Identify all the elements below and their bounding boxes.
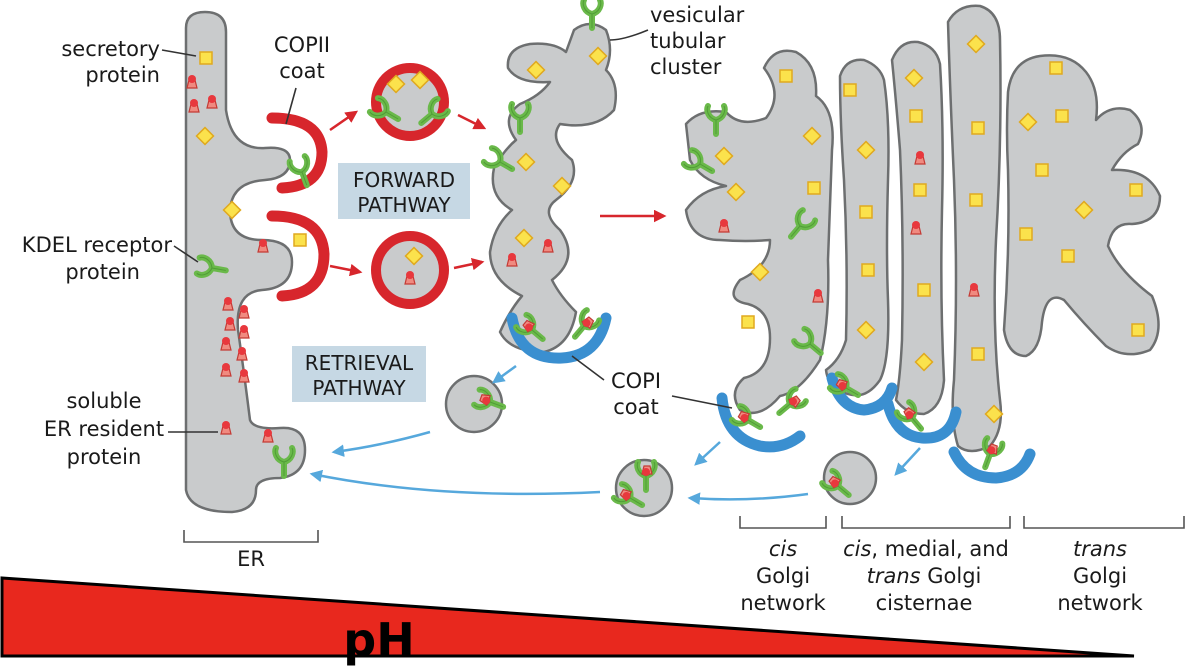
label-kdel-1: KDEL receptor	[22, 233, 173, 257]
label-cis-golgi-2: Golgi	[756, 564, 810, 588]
copi-vesicle-golgi-2	[822, 450, 878, 506]
label-soluble-2: ER resident	[44, 417, 164, 441]
golgi-cisternae-bracket	[841, 516, 1011, 529]
retrieval-pathway-line-1: RETRIEVAL	[305, 351, 414, 375]
label-secretory-protein-1: secretory	[61, 37, 160, 61]
copi-coat-vtc	[506, 312, 612, 364]
cis-golgi-network	[684, 49, 834, 415]
retrieval-pathway-line-2: PATHWAY	[312, 376, 406, 400]
label-secretory-protein-2: protein	[85, 63, 160, 87]
vesicular-tubular-cluster	[488, 22, 617, 354]
copii-vesicle-lower	[371, 231, 449, 309]
er-bracket	[183, 530, 319, 543]
label-kdel-2: protein	[65, 260, 140, 284]
label-copi-2: coat	[613, 395, 659, 419]
label-vtc-1: vesicular	[650, 3, 745, 27]
copi-coat-cisterna-3	[948, 446, 1036, 484]
trans-golgi-network-bracket	[1023, 516, 1185, 529]
retrieval-pathway-box	[292, 346, 426, 402]
copi-coat-cis	[716, 392, 806, 453]
ph-gradient-wedge	[0, 576, 1135, 658]
label-soluble-1: soluble	[66, 389, 141, 413]
golgi-cisterna-1	[824, 58, 890, 397]
label-trans-golgi-3: network	[1057, 591, 1143, 615]
forward-pathway-line-1: FORWARD	[353, 168, 455, 192]
er-membrane	[184, 10, 307, 514]
ph-label: pH	[343, 613, 414, 667]
label-copii-1: COPII	[274, 33, 330, 57]
golgi-cisterna-3	[946, 4, 1003, 453]
label-cis-golgi-3: network	[740, 591, 826, 615]
label-cisternae-3: cisternae	[876, 591, 973, 615]
label-cisternae-1: cis, medial, and	[843, 537, 1009, 561]
label-cisternae-2: trans Golgi	[867, 564, 982, 588]
label-vtc-2: tubular	[650, 29, 726, 53]
copii-coat-bud-lower	[266, 210, 330, 302]
copi-coat-cisterna-2	[882, 398, 962, 444]
copii-coat-bud-upper	[266, 112, 328, 194]
label-copii-2: coat	[279, 59, 325, 83]
label-trans-golgi-1: trans	[1073, 537, 1127, 561]
label-trans-golgi-2: Golgi	[1073, 564, 1127, 588]
label-vtc-3: cluster	[650, 55, 722, 79]
label-soluble-3: protein	[67, 445, 142, 469]
forward-pathway-line-2: PATHWAY	[357, 193, 451, 217]
label-er: ER	[237, 547, 265, 571]
forward-pathway-box	[338, 163, 470, 219]
label-cis-golgi-1: cis	[769, 537, 797, 561]
label-copi-1: COPI	[611, 369, 661, 393]
cis-golgi-network-bracket	[739, 516, 827, 529]
